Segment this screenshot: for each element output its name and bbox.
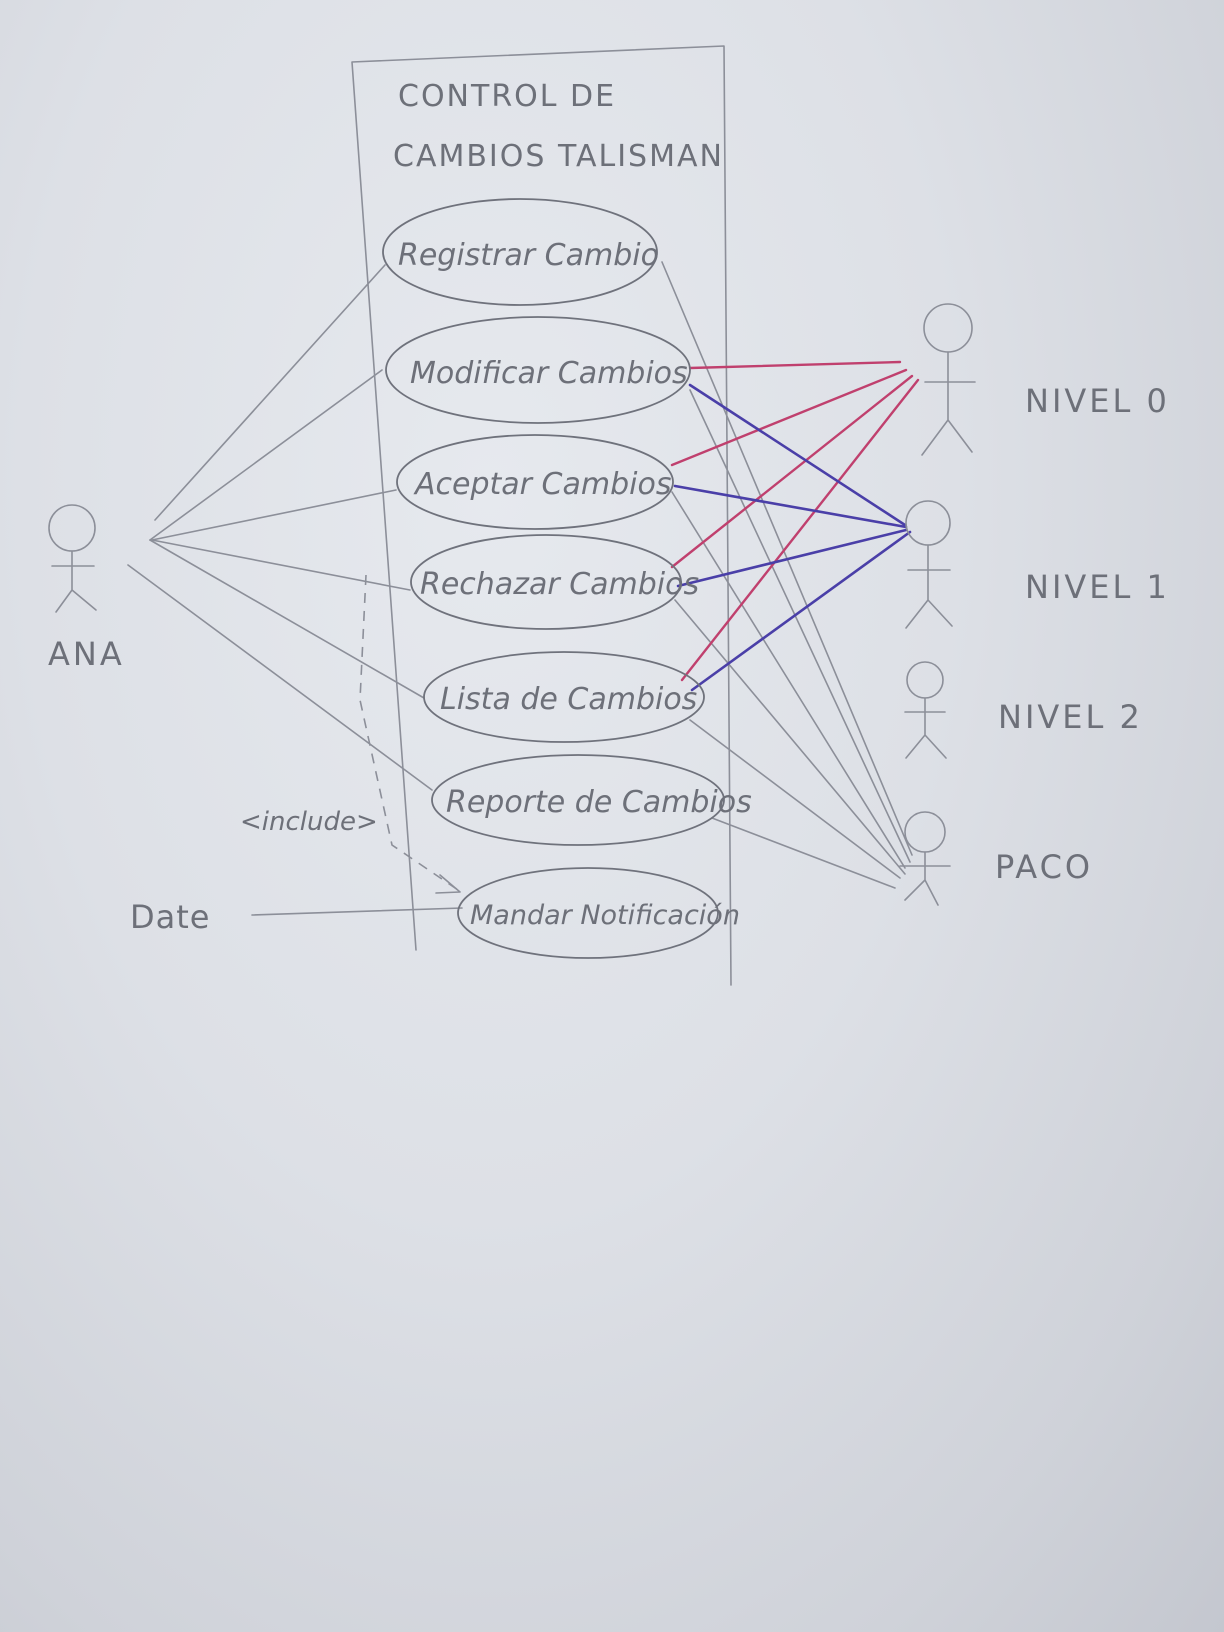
include-arrowhead [435,874,461,894]
date-association [251,907,463,916]
use-case-rechazar-ellipse[interactable] [410,534,682,630]
use-case-modificar-ellipse[interactable] [385,316,691,424]
actor-paco-figure [899,811,951,906]
use-case-rechazar-label: Rechazar Cambios [420,567,699,602]
use-case-lista-label: Lista de Cambios [440,682,697,717]
use-case-lista-ellipse[interactable] [423,651,705,743]
colored-associations [670,360,920,692]
use-case-reporte-ellipse[interactable] [431,754,725,846]
actor-nivel2-label: NIVEL 2 [998,698,1143,736]
use-case-reporte-label: Reporte de Cambios [446,785,752,820]
actor-ana-label: ANA [48,635,125,673]
ana-associations [127,264,433,791]
use-case-aceptar-ellipse[interactable] [396,434,674,530]
system-title-line1: CONTROL DE [398,79,616,114]
use-case-notificacion-label: Mandar Notificación [470,900,740,931]
actor-paco-label: PACO [995,848,1093,886]
actor-ana-figure [48,504,97,613]
use-case-notificacion-ellipse[interactable] [457,867,719,959]
use-case-modificar-label: Modificar Cambios [410,356,688,391]
include-label: <include> [240,807,378,837]
use-case-registrar-label: Registrar Cambio [398,238,659,273]
actor-nivel0-label: NIVEL 0 [1025,382,1170,420]
actor-date-label: Date [130,898,210,936]
actor-nivel1-label: NIVEL 1 [1025,568,1170,606]
use-case-aceptar-label: Aceptar Cambios [413,467,671,502]
system-boundary [351,45,732,986]
actor-nivel0-figure [921,303,976,456]
include-arrow [359,574,459,891]
use-case-registrar-ellipse[interactable] [382,198,658,306]
actor-nivel2-figure [904,661,947,759]
actor-nivel1-figure [905,500,953,629]
system-title-line2: CAMBIOS TALISMAN [393,139,724,174]
